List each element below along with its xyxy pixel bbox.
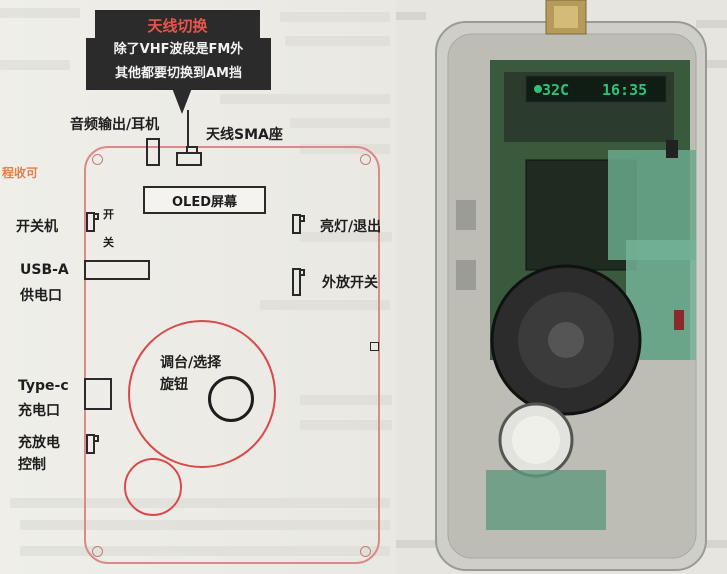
speaker-switch-tab: [299, 269, 305, 276]
sma-connector: [176, 152, 202, 166]
switch-off-mark: 关: [103, 236, 114, 249]
antenna-callout-body: 除了VHF波段是FM外 其他都要切换到AM挡: [86, 38, 271, 90]
callout-line-2: 其他都要切换到AM挡: [115, 66, 242, 81]
callout-pointer: [172, 88, 192, 114]
light-exit-label: 亮灯/退出: [320, 219, 382, 235]
charge-control-label: 充放电: [18, 435, 60, 451]
indicator-square: [370, 342, 379, 351]
ghost-line: [300, 144, 390, 154]
ghost-line: [300, 420, 392, 430]
ghost-line: [300, 232, 392, 242]
charge-switch: [86, 434, 95, 454]
typec-label: Type-c: [18, 378, 69, 394]
speaker-switch: [292, 268, 301, 296]
light-exit-tab: [299, 215, 305, 222]
lower-ring: [124, 458, 182, 516]
oled-screen-label: OLED屏幕: [143, 186, 266, 214]
device-outline: [84, 146, 380, 564]
ghost-line: [0, 8, 80, 18]
mount-hole: [92, 154, 103, 165]
switch-on-mark: 开: [103, 208, 114, 221]
oled-time: 16:35: [602, 81, 647, 99]
power-switch-tab: [93, 213, 99, 220]
knob-label: 调台/选择: [160, 355, 222, 371]
charge-control-label-2: 控制: [18, 457, 46, 473]
mount-hole: [360, 546, 371, 557]
ghost-line: [20, 546, 390, 556]
ghost-line: [10, 498, 390, 508]
antenna-sma-label: 天线SMA座: [206, 127, 283, 143]
typec-label-2: 充电口: [18, 403, 60, 419]
audio-out-label: 音频输出/耳机: [70, 117, 160, 133]
ghost-line: [285, 36, 390, 46]
power-label: 开关机: [16, 219, 58, 235]
usb-a-label: USB-A: [20, 262, 69, 278]
ghost-line: [0, 60, 70, 70]
light-exit-button: [292, 214, 301, 234]
usb-a-label-2: 供电口: [20, 288, 62, 304]
power-switch: [86, 212, 95, 232]
callout-line-1: 除了VHF波段是FM外: [113, 42, 244, 57]
ghost-line: [290, 118, 390, 128]
ghost-line: [280, 12, 390, 22]
antenna-callout-title: 天线切换: [95, 10, 260, 40]
ghost-line: [20, 520, 390, 530]
oled-temp: 32C: [542, 81, 569, 99]
usb-a-port: [84, 260, 150, 280]
knob-ring: [128, 320, 276, 468]
device-photo-svg: 32C 16:35: [396, 0, 727, 574]
device-photo: 32C 16:35: [396, 0, 727, 574]
audio-jack: [146, 138, 160, 166]
typec-port: [84, 378, 112, 410]
mount-hole: [92, 546, 103, 557]
side-text: 程收可: [2, 166, 39, 180]
tuning-knob: [208, 376, 254, 422]
ghost-line: [220, 94, 390, 104]
ghost-line: [300, 395, 392, 405]
ghost-line: [260, 300, 390, 310]
charge-switch-tab: [93, 435, 99, 442]
knob-label-2: 旋钮: [160, 377, 188, 393]
mount-hole: [360, 154, 371, 165]
callout-leader-line: [187, 110, 189, 146]
antenna-switch: [186, 146, 198, 154]
speaker-switch-label: 外放开关: [322, 275, 378, 291]
